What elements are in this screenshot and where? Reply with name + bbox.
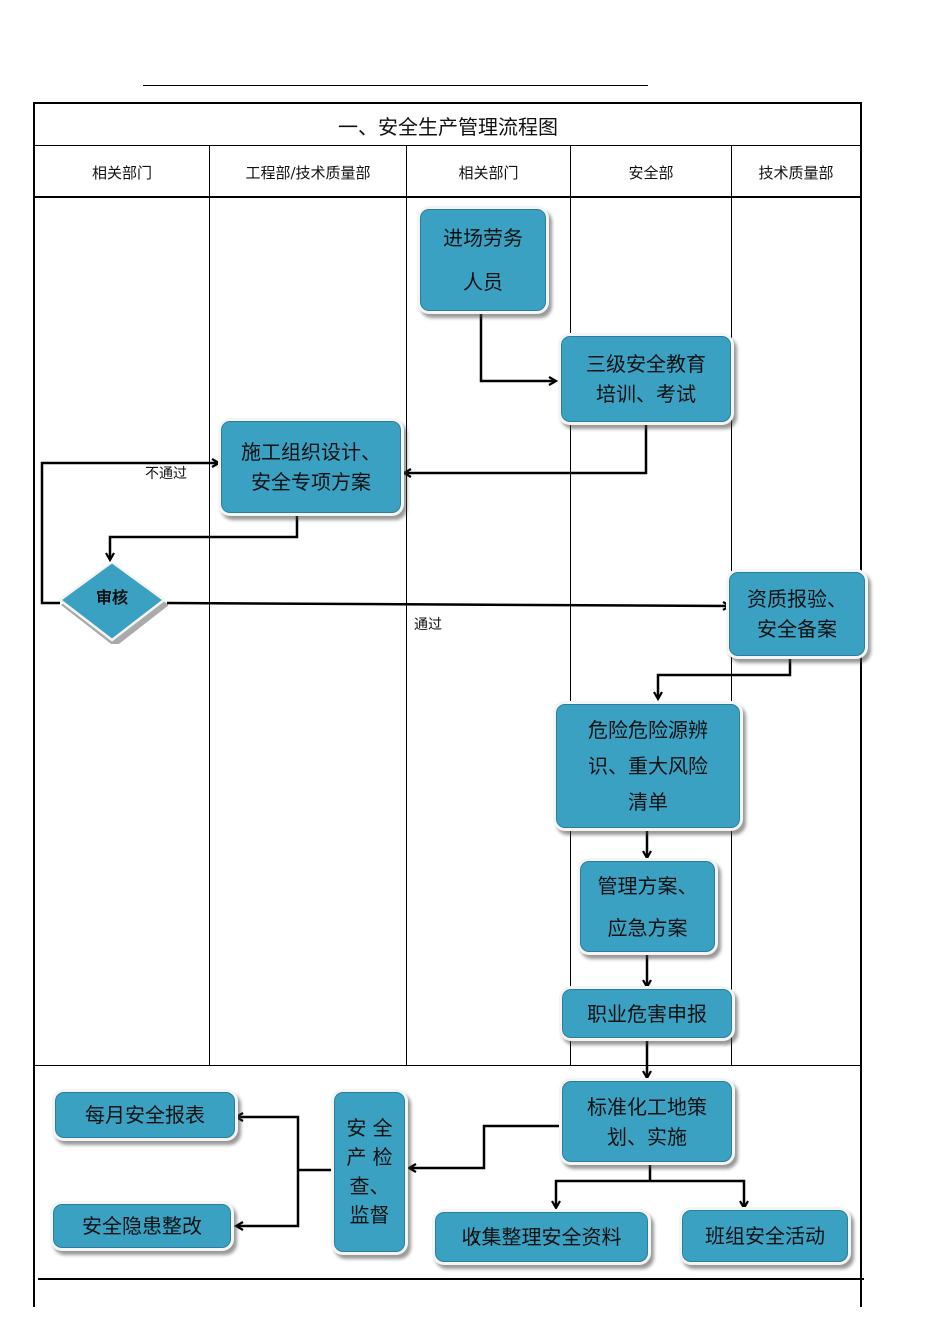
node-standardized-site[interactable]: 标准化工地策 划、实施 bbox=[559, 1078, 735, 1165]
edge-standard-to-inspection bbox=[409, 1124, 563, 1168]
column-header-tech-quality: 技术质量部 bbox=[758, 163, 834, 182]
node-labor-personnel[interactable]: 进场劳务 人员 bbox=[417, 206, 549, 314]
node-three-level-education[interactable]: 三级安全教育 培训、考试 bbox=[558, 333, 734, 425]
node-collect-safety-docs[interactable]: 收集整理安全资料 bbox=[432, 1209, 651, 1265]
edge-review-pass bbox=[166, 603, 730, 606]
edge-plan-to-review bbox=[110, 515, 299, 560]
edge-labor-to-education bbox=[479, 312, 556, 381]
table-right-border bbox=[860, 102, 862, 1307]
page-number: 2 bbox=[471, 1232, 480, 1247]
node-hazard-rectification[interactable]: 安全隐患整改 bbox=[50, 1201, 234, 1251]
node-occupational-hazard-report[interactable]: 职业危害申报 bbox=[559, 986, 735, 1041]
edge-to-collect-docs bbox=[556, 1179, 650, 1208]
header-rule bbox=[143, 85, 648, 86]
review-decision[interactable]: 审核 bbox=[56, 560, 168, 644]
node-hazard-identification[interactable]: 危险危险源辨 识、重大风险 清单 bbox=[553, 701, 743, 831]
edge-to-team-activity bbox=[650, 1179, 744, 1208]
table-bottom-border bbox=[38, 1278, 864, 1280]
header-row-border bbox=[33, 196, 862, 198]
edge-to-monthly-report bbox=[236, 1117, 300, 1170]
node-team-safety-activity[interactable]: 班组安全活动 bbox=[679, 1207, 851, 1265]
column-header-related-dept-2: 相关部门 bbox=[458, 163, 519, 182]
title-row-border bbox=[33, 145, 862, 146]
node-safety-inspection[interactable]: 安 全 产 检 查、 监督 bbox=[331, 1089, 408, 1255]
review-diamond-shape bbox=[57, 560, 168, 644]
edge-qualification-to-hazard bbox=[658, 657, 792, 699]
node-management-emergency-plan[interactable]: 管理方案、 应急方案 bbox=[577, 858, 718, 955]
node-construction-plan[interactable]: 施工组织设计、 安全专项方案 bbox=[218, 418, 404, 516]
edge-to-hazard-fix bbox=[236, 1170, 300, 1226]
edge-education-to-plan bbox=[404, 424, 648, 473]
table-left-border bbox=[33, 102, 35, 1307]
node-qualification-filing[interactable]: 资质报验、 安全备案 bbox=[726, 569, 868, 659]
table-top-border bbox=[33, 102, 862, 104]
column-header-safety-dept: 安全部 bbox=[628, 163, 674, 182]
column-divider-1 bbox=[209, 146, 210, 1066]
column-divider-2 bbox=[406, 146, 407, 1066]
column-header-related-dept-1: 相关部门 bbox=[91, 163, 152, 182]
lower-section-border bbox=[33, 1065, 862, 1066]
fail-edge-label: 不通过 bbox=[145, 466, 187, 482]
review-label: 审核 bbox=[95, 588, 128, 607]
node-monthly-safety-report[interactable]: 每月安全报表 bbox=[52, 1089, 238, 1141]
edge-review-fail bbox=[40, 463, 219, 605]
pass-edge-label: 通过 bbox=[414, 617, 442, 633]
column-header-engineering: 工程部/技术质量部 bbox=[245, 163, 371, 182]
page-title: 一、安全生产管理流程图 bbox=[338, 114, 558, 139]
